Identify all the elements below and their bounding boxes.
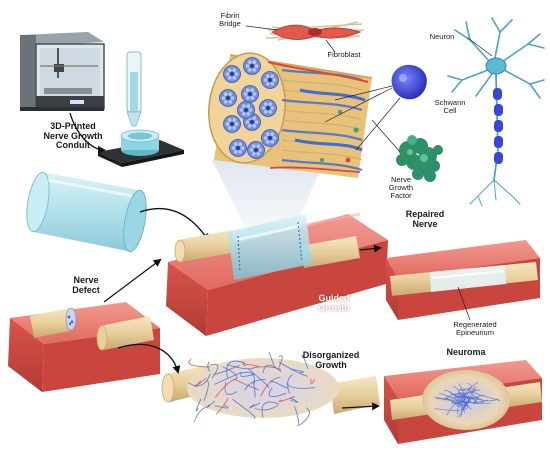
nerve-defect-tissue: [8, 302, 160, 392]
label-neuroma: Neuroma: [446, 347, 486, 357]
fibroblast-on-fibrin-bridge: [265, 21, 365, 41]
schwann-cell: [391, 64, 427, 100]
arrow-printer-to-print: [69, 112, 106, 154]
printing-nozzle-and-print-bed: [98, 51, 184, 167]
label-repaired-nerve: Repaired Nerve: [405, 209, 445, 229]
disorganized-growth-nerve: [161, 352, 380, 427]
arrow-conduit-to-implant: [139, 207, 210, 242]
label-regenerated-epineurium: Regenerated Epineurium: [453, 320, 497, 338]
schwann-leaders: [324, 85, 401, 151]
guided-growth-tissue: [166, 212, 388, 336]
leader-ngf: [371, 119, 401, 153]
leader-epineurium: [457, 286, 471, 321]
leader-neuron: [467, 37, 493, 57]
leader-fibrin: [245, 25, 279, 31]
label-guided-growth: Guided Growth: [318, 293, 350, 313]
cross-section-channels: [219, 57, 279, 159]
label-nerve-defect: Nerve Defect: [72, 275, 100, 295]
flow-arrows: [103, 244, 382, 411]
3d-printer: [20, 32, 105, 111]
leader-fibroblast: [325, 39, 336, 53]
label-neuron: Neuron: [429, 32, 455, 41]
label-printed-conduit: 3D-Printed Nerve Growth Conduit: [43, 121, 103, 151]
label-nerve-growth-factor: Nerve Growth Factor: [388, 175, 414, 201]
nerve-conduit-tube: [26, 171, 147, 253]
label-disorganized-growth: Disorganized Growth: [302, 350, 360, 370]
neuroma-tangle: [434, 381, 501, 418]
nerve-growth-factor: [396, 135, 443, 182]
label-schwann-cell: Schwann Cell: [434, 98, 466, 116]
tangled-axons: [188, 352, 316, 427]
neuroma-tissue: [384, 360, 542, 444]
repaired-nerve-tissue: [386, 240, 540, 320]
conduit-cross-section: [208, 52, 373, 248]
neuron: [447, 17, 545, 207]
label-fibroblast: Fibroblast: [327, 50, 361, 59]
myelin-sheath: [493, 88, 503, 164]
neuron-soma: [485, 57, 507, 75]
label-fibrin-bridge: Fibrin Bridge: [219, 11, 241, 29]
